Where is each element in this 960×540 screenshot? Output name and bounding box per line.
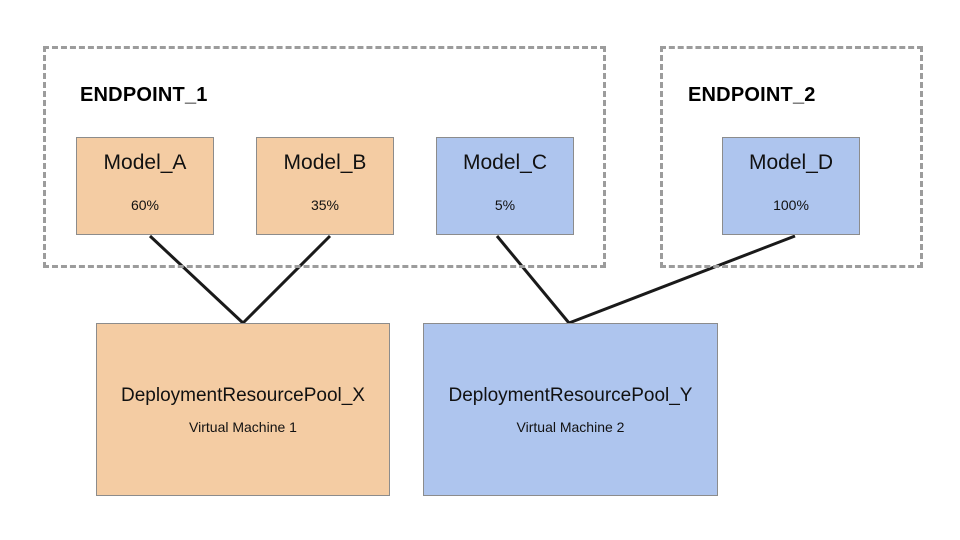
model-d-traffic-split: 100% xyxy=(773,197,809,213)
pool-y-machine-label: Virtual Machine 2 xyxy=(516,418,625,435)
model-a-name: Model_A xyxy=(103,151,187,174)
model-b-name: Model_B xyxy=(283,151,367,174)
pool-x-machine-label: Virtual Machine 1 xyxy=(189,418,297,435)
endpoint-group-1 xyxy=(43,46,606,268)
endpoint-2-label: ENDPOINT_2 xyxy=(688,84,816,106)
model-box-model-c[interactable]: Model_C 5% xyxy=(436,137,574,235)
resource-pool-box-x[interactable]: DeploymentResourcePool_X Virtual Machine… xyxy=(96,323,390,496)
model-box-model-d[interactable]: Model_D 100% xyxy=(722,137,860,235)
model-box-model-b[interactable]: Model_B 35% xyxy=(256,137,394,235)
pool-x-name: DeploymentResourcePool_X xyxy=(121,384,365,406)
resource-pool-box-y[interactable]: DeploymentResourcePool_Y Virtual Machine… xyxy=(423,323,718,496)
model-a-traffic-split: 60% xyxy=(130,197,160,213)
model-box-model-a[interactable]: Model_A 60% xyxy=(76,137,214,235)
model-b-traffic-split: 35% xyxy=(310,197,340,213)
endpoint-group-2 xyxy=(660,46,923,268)
pool-y-name: DeploymentResourcePool_Y xyxy=(448,384,693,406)
model-d-name: Model_D xyxy=(748,151,834,174)
endpoint-1-label: ENDPOINT_1 xyxy=(80,84,208,106)
model-c-name: Model_C xyxy=(462,151,548,174)
model-c-traffic-split: 5% xyxy=(494,197,516,213)
